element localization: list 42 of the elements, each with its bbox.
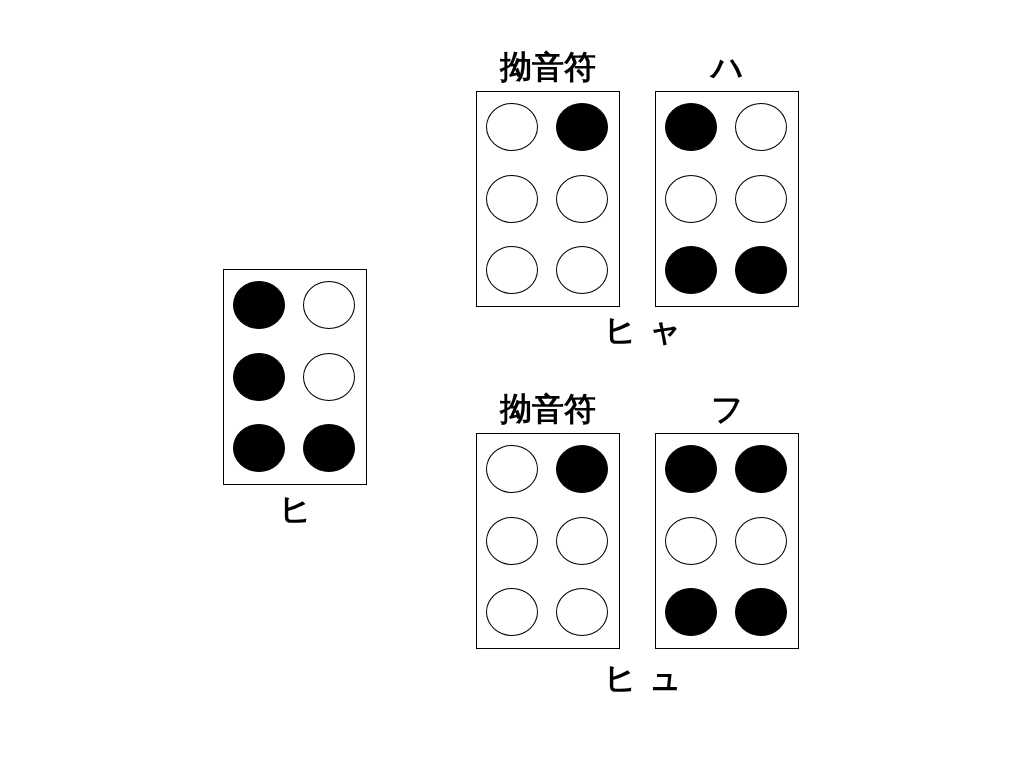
empty-dot (556, 246, 608, 294)
empty-dot (556, 175, 608, 223)
cell-heading: ハ (710, 49, 744, 85)
empty-dot (665, 517, 717, 565)
empty-dot (303, 353, 355, 401)
filled-dot (303, 424, 355, 472)
filled-dot (735, 246, 787, 294)
cell-heading: フ (710, 391, 744, 427)
braille-cell (476, 433, 620, 649)
empty-dot (486, 175, 538, 223)
empty-dot (486, 103, 538, 151)
empty-dot (735, 175, 787, 223)
cell-heading: 拗音符 (500, 391, 596, 427)
cell-heading: ヒ (278, 491, 312, 527)
empty-dot (486, 517, 538, 565)
filled-dot (665, 103, 717, 151)
group-label: ヒャ (604, 312, 694, 348)
group-label: ヒュ (604, 660, 694, 696)
cell-heading: 拗音符 (500, 49, 596, 85)
braille-cell (476, 91, 620, 307)
empty-dot (665, 175, 717, 223)
empty-dot (556, 517, 608, 565)
filled-dot (233, 281, 285, 329)
empty-dot (303, 281, 355, 329)
empty-dot (735, 103, 787, 151)
filled-dot (665, 588, 717, 636)
filled-dot (665, 445, 717, 493)
filled-dot (665, 246, 717, 294)
empty-dot (486, 445, 538, 493)
braille-cell (655, 433, 799, 649)
empty-dot (556, 588, 608, 636)
empty-dot (735, 517, 787, 565)
filled-dot (735, 445, 787, 493)
empty-dot (486, 246, 538, 294)
filled-dot (735, 588, 787, 636)
braille-cell (223, 269, 367, 485)
empty-dot (486, 588, 538, 636)
filled-dot (556, 445, 608, 493)
filled-dot (556, 103, 608, 151)
braille-cell (655, 91, 799, 307)
filled-dot (233, 353, 285, 401)
filled-dot (233, 424, 285, 472)
